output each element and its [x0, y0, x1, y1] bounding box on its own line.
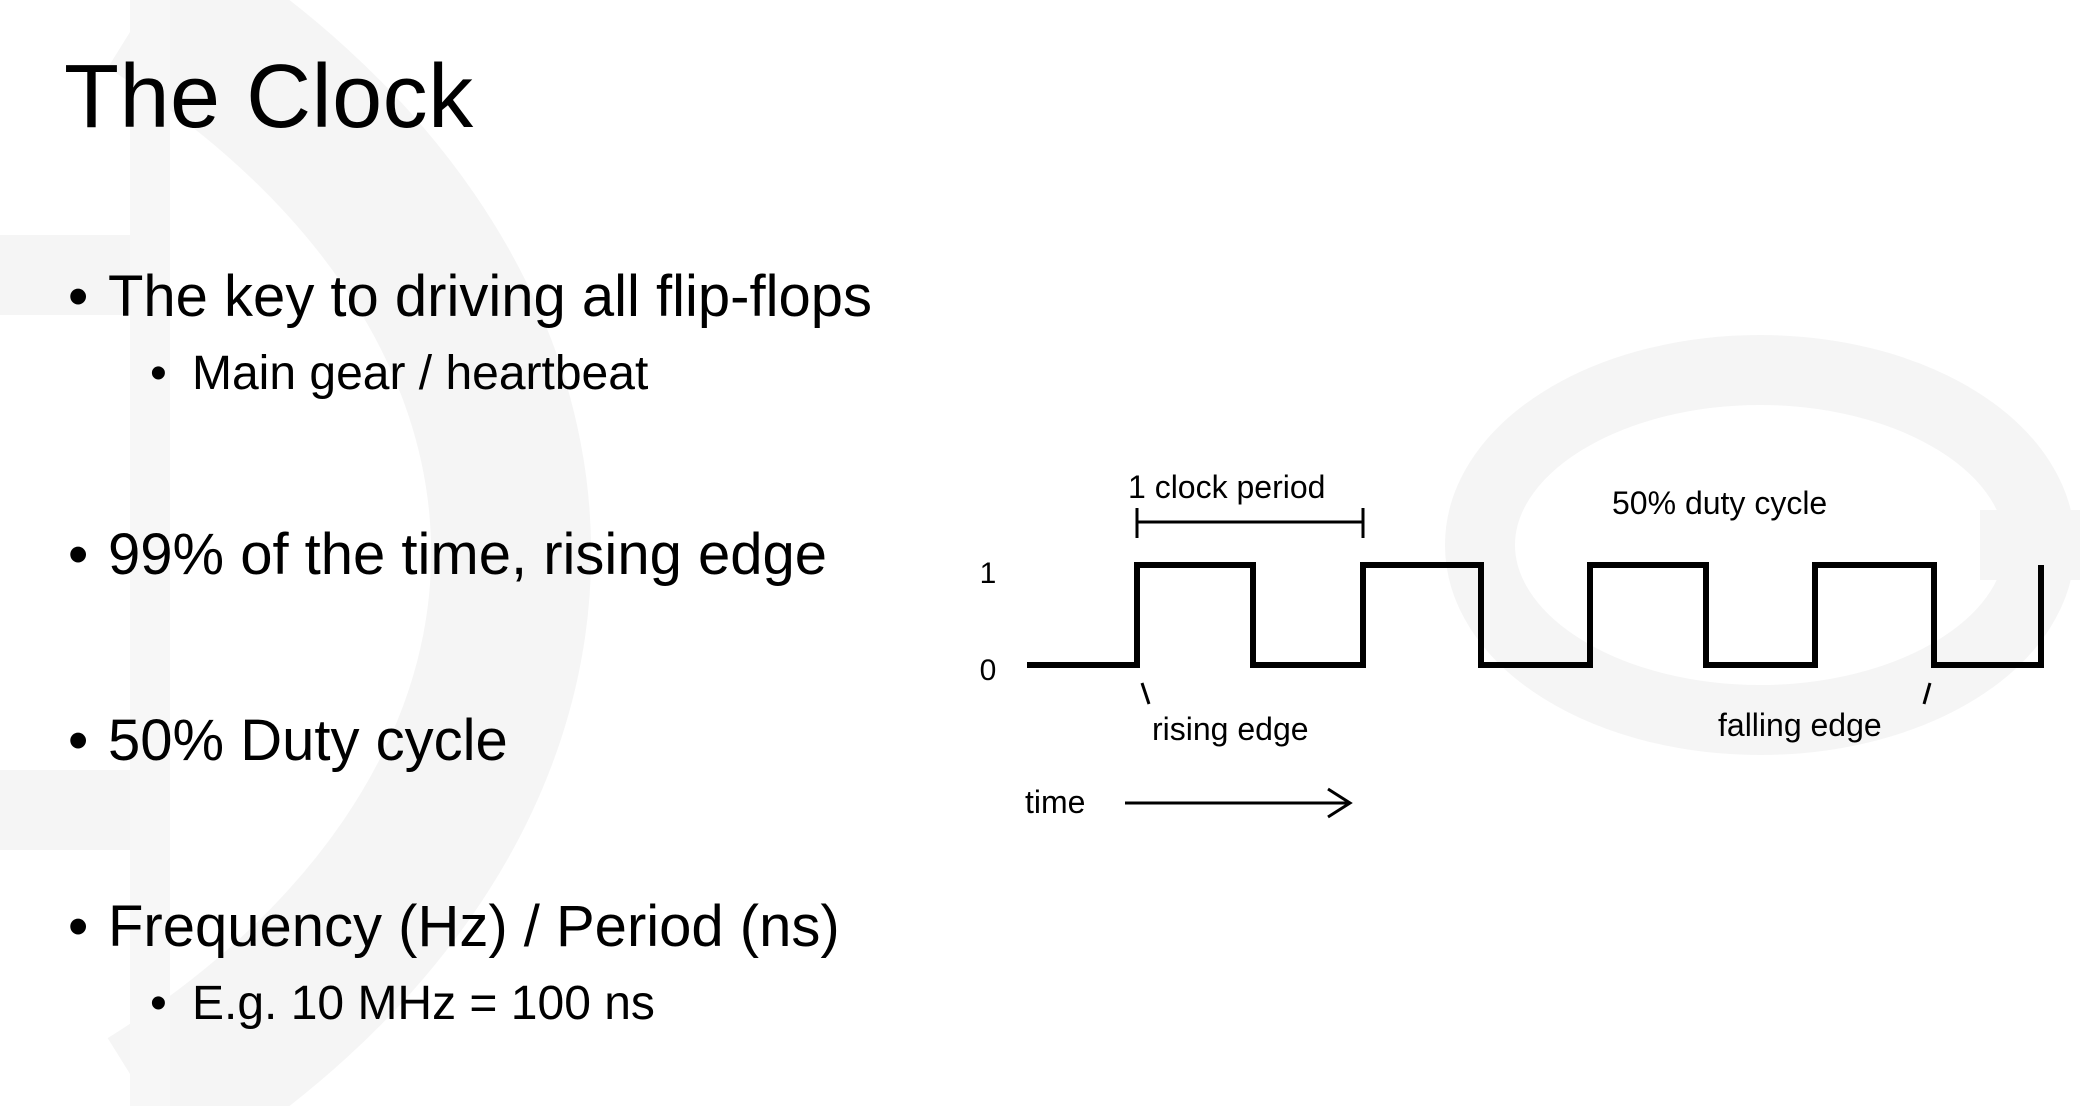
bullet-item: •50% Duty cycle — [68, 712, 508, 770]
bullet-text: Frequency (Hz) / Period (ns) — [108, 894, 840, 959]
falling-edge-pointer — [1922, 682, 1932, 705]
bullet-text: The key to driving all flip-flops — [108, 264, 872, 329]
bullet-text: Main gear / heartbeat — [192, 347, 649, 400]
level-high-label: 1 — [980, 557, 997, 590]
bullet-dot-icon: • — [150, 977, 167, 1030]
period-bracket — [1135, 508, 1365, 538]
duty-cycle-label: 50% duty cycle — [1612, 485, 1827, 521]
bullet-text: E.g. 10 MHz = 100 ns — [192, 977, 655, 1030]
bullet-dot-icon: • — [68, 894, 89, 959]
watermark-bar-bottom — [0, 770, 150, 850]
falling-edge-label: falling edge — [1718, 707, 1882, 743]
watermark-arc — [107, 0, 592, 1106]
watermark-bar-top — [0, 235, 150, 315]
rising-edge-label: rising edge — [1152, 711, 1309, 747]
sub-bullet-item: • Main gear / heartbeat — [150, 350, 648, 398]
time-arrow-icon — [1125, 787, 1353, 819]
level-low-label: 0 — [980, 654, 997, 687]
bullet-item: •The key to driving all flip-flops — [68, 268, 872, 326]
clock-waveform — [1027, 562, 2044, 668]
sub-bullet-item: • E.g. 10 MHz = 100 ns — [150, 980, 655, 1028]
bullet-dot-icon: • — [150, 347, 167, 400]
bullet-item: •Frequency (Hz) / Period (ns) — [68, 898, 840, 956]
time-label: time — [1025, 784, 1085, 820]
bullet-text: 50% Duty cycle — [108, 708, 508, 773]
period-label: 1 clock period — [1128, 469, 1325, 505]
bullet-item: •99% of the time, rising edge — [68, 526, 827, 584]
slide-title: The Clock — [64, 47, 474, 147]
rising-edge-pointer — [1140, 682, 1151, 705]
bullet-dot-icon: • — [68, 264, 89, 329]
bullet-dot-icon: • — [68, 522, 89, 587]
bullet-dot-icon: • — [68, 708, 89, 773]
bullet-text: 99% of the time, rising edge — [108, 522, 827, 587]
